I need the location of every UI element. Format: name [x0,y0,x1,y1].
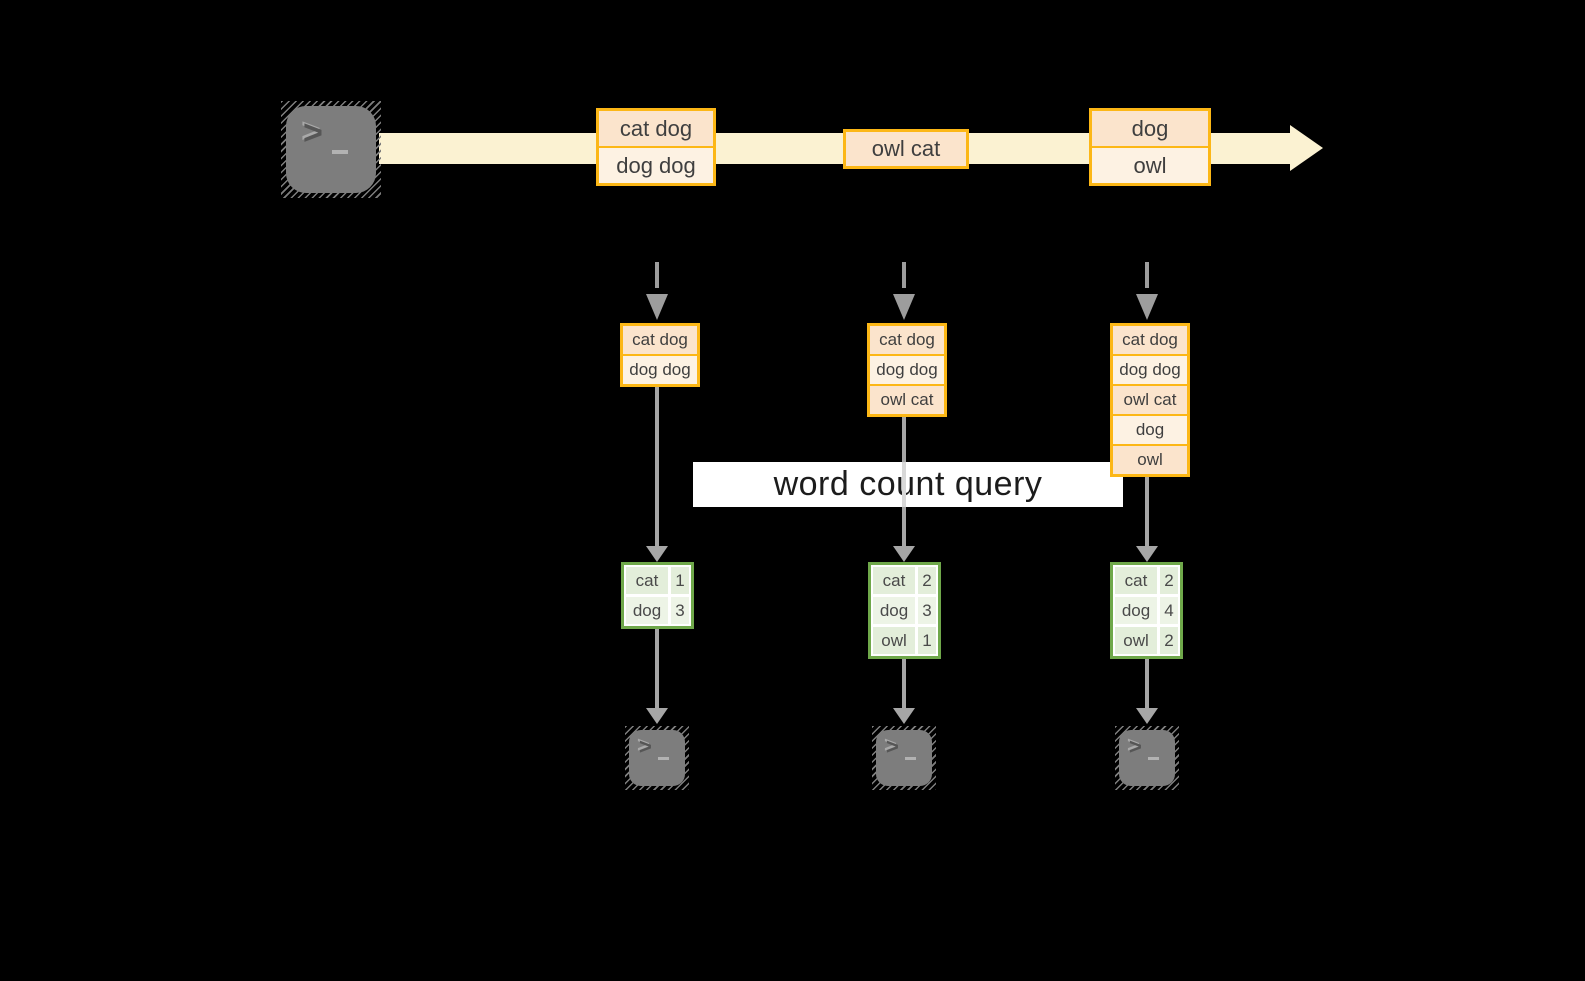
table-word-cell: owl [873,627,915,654]
dashed-down-arrowhead-icon [893,294,915,320]
terminal-prompt-icon: > [886,734,899,759]
table-count-cell: 1 [918,627,936,654]
stream-batch-3: dog owl [1089,108,1211,186]
record-cell: owl cat [1113,386,1187,414]
dashed-down-arrow [902,262,906,288]
table-count-cell: 4 [1160,597,1178,624]
arrow-through-banner [902,462,906,507]
terminal-cursor-icon [658,757,669,760]
terminal-cursor-icon [332,150,348,154]
down-arrowhead-icon [646,708,668,724]
buffered-records-box-3: cat dog dog dog owl cat dog owl [1110,323,1190,477]
table-word-cell: dog [626,597,668,624]
buffered-records-box-2: cat dog dog dog owl cat [867,323,947,417]
stream-arrowhead-icon [1290,125,1323,171]
record-cell: cat dog [870,326,944,354]
record-cell: cat dog [1113,326,1187,354]
dashed-down-arrowhead-icon [646,294,668,320]
table-word-cell: cat [1115,567,1157,594]
down-arrowhead-icon [646,546,668,562]
terminal-screen: > [1119,730,1175,786]
down-arrowhead-icon [893,708,915,724]
table-word-cell: owl [1115,627,1157,654]
record-cell: owl [1113,446,1187,474]
record-cell: cat dog [623,326,697,354]
terminal-screen: > [286,106,376,193]
terminal-prompt-icon: > [1129,734,1142,759]
output-terminal-icon-2: > [872,726,936,790]
output-terminal-icon-1: > [625,726,689,790]
record-cell: dog dog [623,356,697,384]
table-count-cell: 1 [671,567,689,594]
dashed-down-arrow [655,262,659,288]
terminal-screen: > [876,730,932,786]
word-count-table-3: cat 2 dog 4 owl 2 [1110,562,1183,659]
table-word-cell: cat [873,567,915,594]
record-cell: dog dog [870,356,944,384]
terminal-cursor-icon [905,757,916,760]
table-count-cell: 2 [918,567,936,594]
dashed-down-arrowhead-icon [1136,294,1158,320]
stream-batch-2: owl cat [843,129,969,169]
down-arrowhead-icon [893,546,915,562]
word-count-table-2: cat 2 dog 3 owl 1 [868,562,941,659]
record-cell: owl [1092,148,1208,183]
down-arrow [655,387,659,546]
table-word-cell: dog [1115,597,1157,624]
down-arrow [655,629,659,708]
buffered-records-box-1: cat dog dog dog [620,323,700,387]
stream-batch-1: cat dog dog dog [596,108,716,186]
terminal-cursor-icon [1148,757,1159,760]
source-terminal-icon: > [281,101,381,198]
dashed-down-arrow [1145,262,1149,288]
table-count-cell: 3 [671,597,689,624]
table-count-cell: 3 [918,597,936,624]
record-cell: dog dog [599,148,713,183]
terminal-screen: > [629,730,685,786]
word-count-table-1: cat 1 dog 3 [621,562,694,629]
down-arrowhead-icon [1136,546,1158,562]
table-word-cell: dog [873,597,915,624]
down-arrowhead-icon [1136,708,1158,724]
terminal-prompt-icon: > [303,114,323,152]
record-cell: owl cat [846,132,966,166]
table-word-cell: cat [626,567,668,594]
record-cell: dog dog [1113,356,1187,384]
output-terminal-icon-3: > [1115,726,1179,790]
down-arrow [1145,659,1149,708]
terminal-prompt-icon: > [639,734,652,759]
record-cell: dog [1113,416,1187,444]
down-arrow [1145,477,1149,546]
down-arrow [902,659,906,708]
record-cell: cat dog [599,111,713,146]
record-cell: owl cat [870,386,944,414]
table-count-cell: 2 [1160,627,1178,654]
table-count-cell: 2 [1160,567,1178,594]
record-cell: dog [1092,111,1208,146]
query-banner: word count query [693,462,1123,507]
